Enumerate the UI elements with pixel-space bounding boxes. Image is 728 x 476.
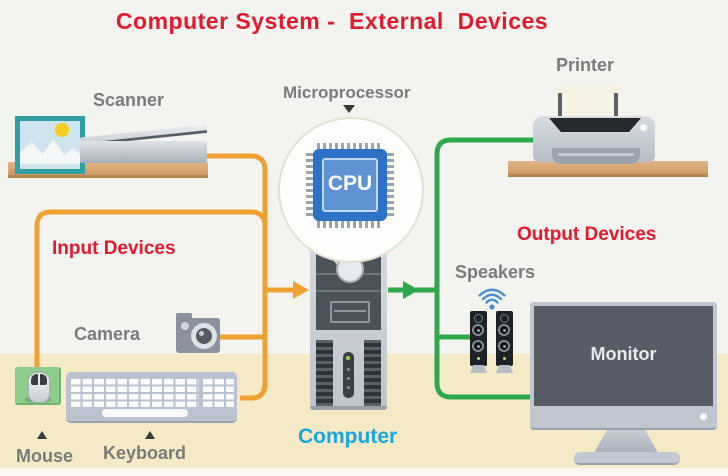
camera-label: Camera [74, 324, 141, 344]
cpu-label: CPU [327, 172, 373, 195]
printer-button-icon [640, 124, 647, 131]
printer-feed-slot-icon [549, 118, 641, 132]
speaker-tweeter-icon [474, 314, 483, 323]
monitor-label: Monitor [590, 344, 657, 364]
printer-paper-guide-icon [558, 93, 562, 125]
speakers-label: Speakers [455, 262, 536, 282]
monitor-camera-dot-icon [700, 413, 707, 420]
cpu-pins-icon [317, 143, 383, 151]
keyboard-keys-icon [71, 377, 199, 407]
monitor-stand-icon [594, 430, 658, 453]
printer-tray-line [558, 153, 634, 156]
camera-lens-inner-icon [196, 328, 212, 344]
cpu-chip-inner-icon [322, 158, 378, 212]
keyboard-numpad-icon [203, 377, 234, 407]
input-wires-orange [34, 153, 295, 401]
keyboard-spacebar-icon [102, 409, 188, 417]
mouse-pointer-triangle-icon [37, 431, 47, 439]
keyboard-label: Keyboard [103, 443, 187, 463]
speaker-led-icon [477, 357, 480, 360]
orange-arrowhead-icon [293, 281, 309, 299]
wifi-icon [478, 288, 506, 304]
tower-power-led-icon [346, 356, 350, 360]
camera-shutter-icon [176, 313, 192, 322]
mouse-right-button-icon [40, 374, 47, 385]
tower-dot-icon [347, 377, 350, 380]
speaker-tweeter-icon [500, 314, 509, 323]
computer-label: Computer [298, 425, 398, 448]
speaker-woofer-dot [477, 345, 480, 348]
frame-sun-icon [55, 123, 69, 137]
cpu-pins-icon [317, 220, 383, 228]
wifi-dot-icon [489, 304, 495, 310]
speaker-woofer-dot [503, 345, 506, 348]
camera-flash-icon [181, 322, 189, 330]
monitor-screen-icon [534, 306, 713, 406]
tower-cd-slot-line [334, 310, 366, 312]
printer-paper-guide-icon [614, 93, 618, 125]
scanner-body-icon [80, 141, 207, 163]
input-devices-label: Input Devices [52, 238, 176, 259]
microprocessor-label: Microprocessor [283, 83, 411, 102]
speaker-woofer-dot [477, 329, 480, 332]
monitor-base-icon [574, 452, 680, 465]
mouse-left-button-icon [31, 374, 38, 385]
tower-control-strip-icon [343, 352, 354, 398]
tower-trim-line [316, 290, 381, 292]
microprocessor-pointer-triangle-icon [343, 105, 355, 113]
printer-output-tray-icon [552, 148, 640, 164]
floor-strip [0, 468, 728, 476]
tower-dot-icon [347, 368, 350, 371]
cpu-pins-icon [386, 153, 394, 217]
tower-vent-icon [316, 340, 333, 406]
keyboard-pointer-triangle-icon [145, 431, 155, 439]
camera-lens-highlight-icon [199, 331, 204, 336]
speaker-led-icon [503, 357, 506, 360]
tower-dot-icon [347, 386, 350, 389]
output-devices-label: Output Devices [517, 224, 657, 245]
speaker-foot-icon [470, 365, 487, 373]
cpu-pins-icon [306, 153, 314, 217]
mouse-label: Mouse [16, 446, 74, 466]
speaker-woofer-dot [503, 329, 506, 332]
scanner-label: Scanner [93, 90, 165, 110]
green-arrowhead-icon [403, 281, 419, 299]
speaker-foot-icon [496, 365, 513, 373]
tower-cd-drive-icon [330, 301, 370, 323]
printer-label: Printer [556, 55, 615, 75]
tower-vent-icon [364, 340, 381, 406]
diagram-title: Computer System - External Devices [115, 8, 549, 34]
printer-shelf [508, 161, 708, 177]
